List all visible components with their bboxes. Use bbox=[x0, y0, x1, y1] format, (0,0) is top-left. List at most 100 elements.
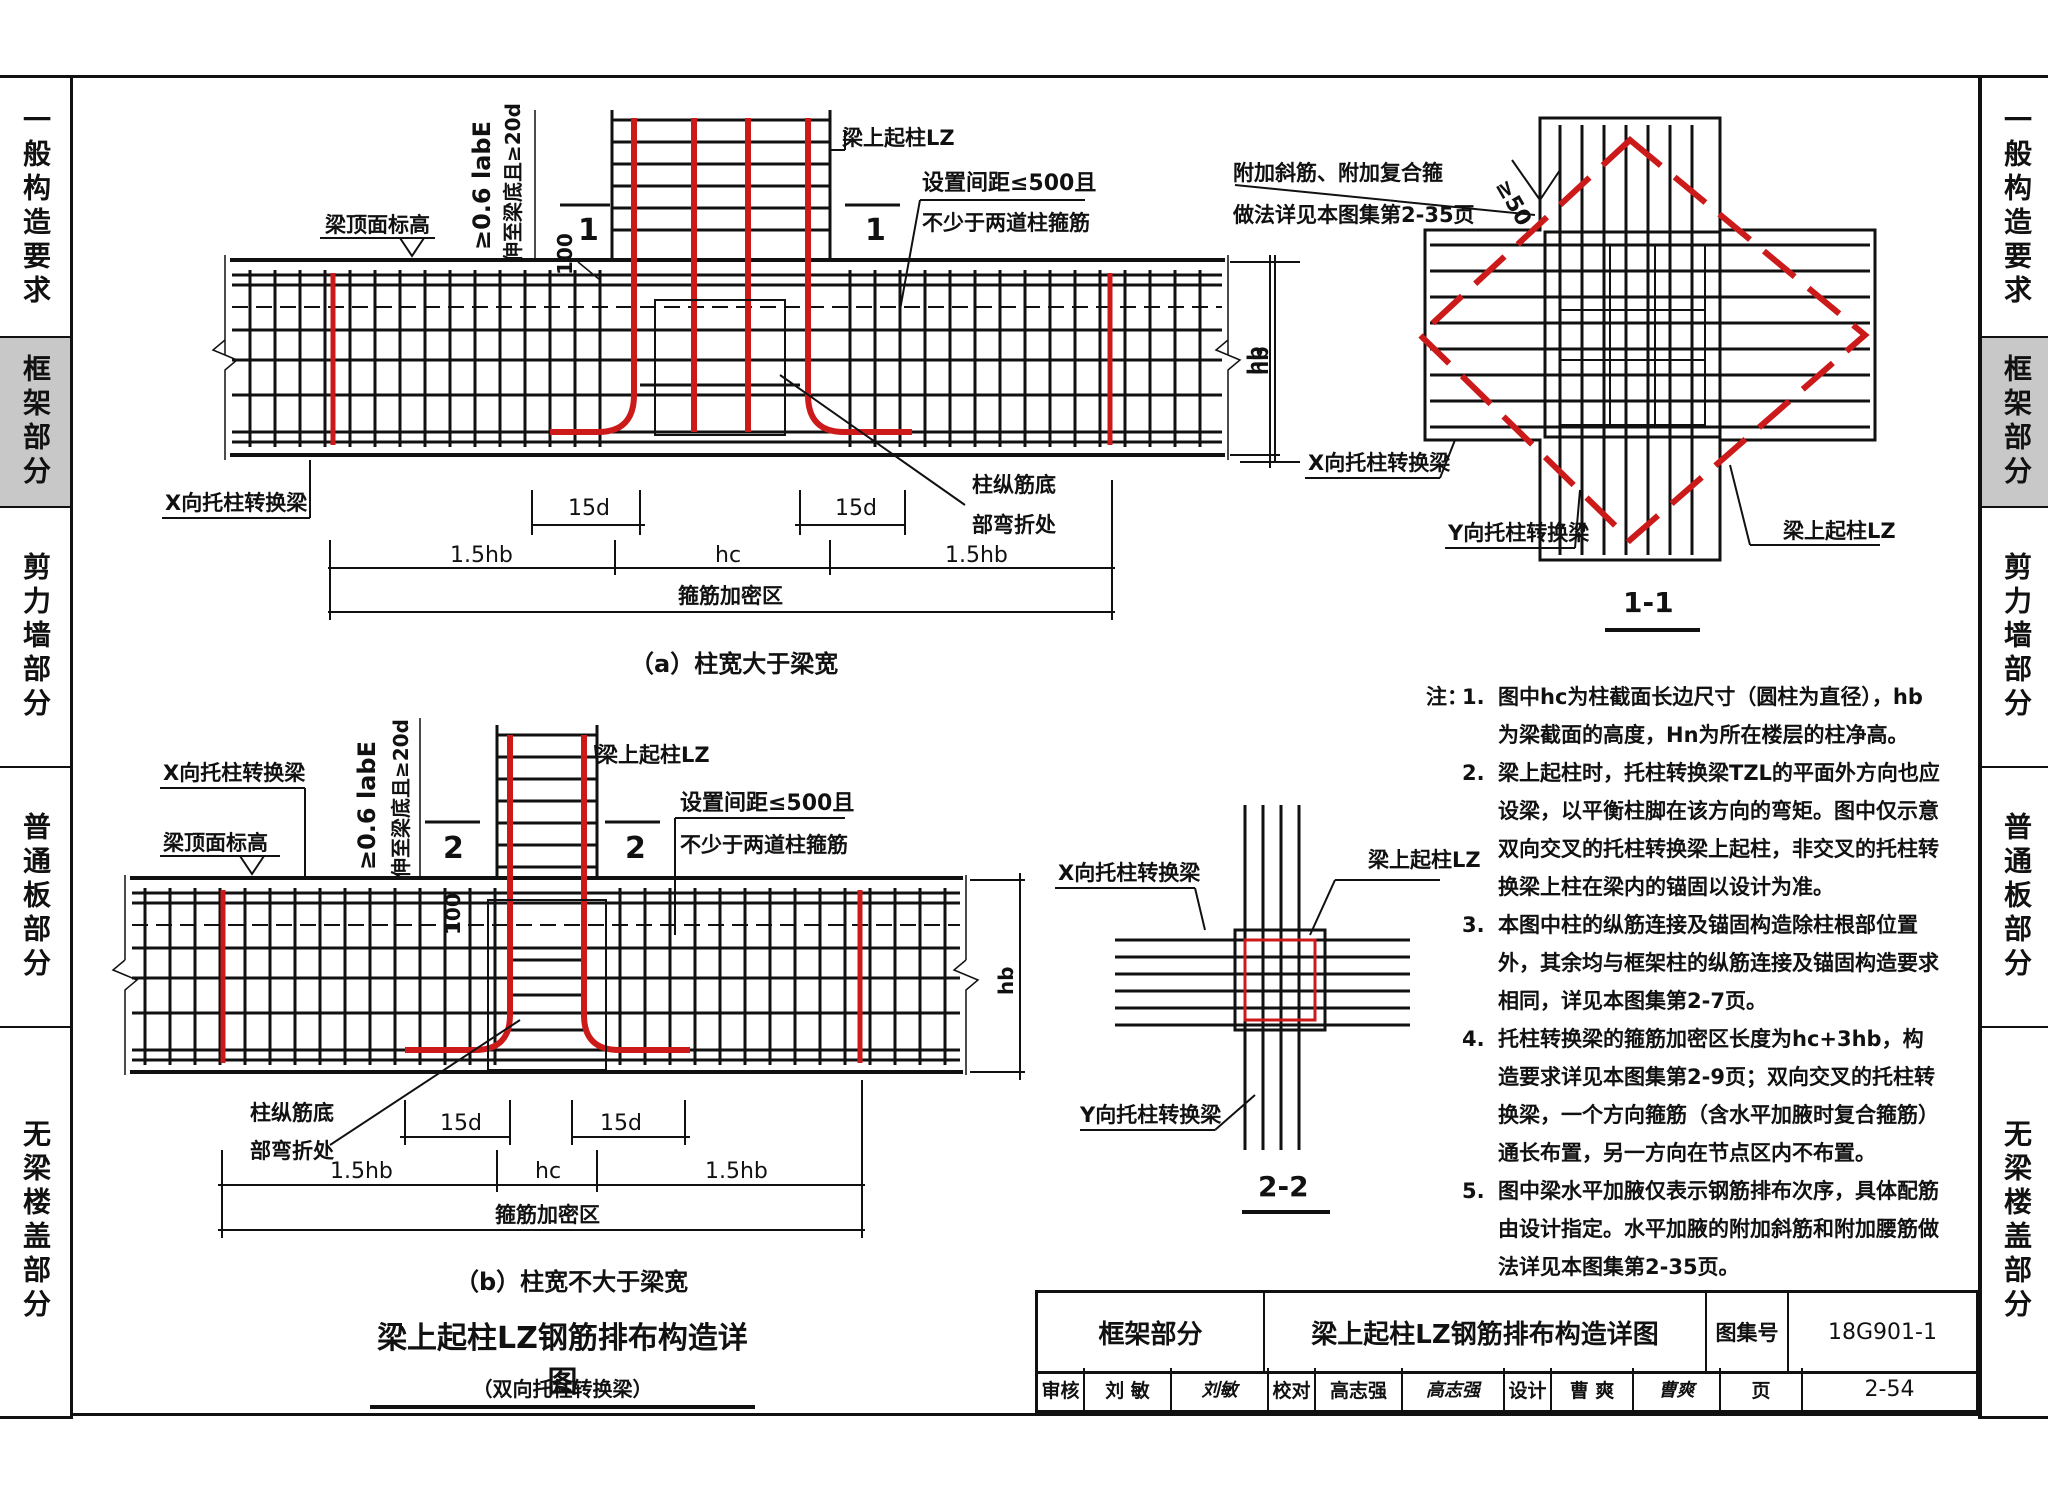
diagram-a-beam bbox=[211, 255, 1242, 460]
note-text: 托柱转换梁的箍筋加密区长度为hc+3hb，构造要求详见本图集第2-9页；双向交叉… bbox=[1498, 1027, 1939, 1165]
tb-designer: 曹 爽 bbox=[1552, 1368, 1634, 1410]
note-num: 5. bbox=[1462, 1179, 1485, 1203]
note-num: 1. bbox=[1462, 685, 1485, 709]
drawing-frame bbox=[70, 75, 1982, 1416]
diagram-a-anchor-1: ≥0.6 labE bbox=[468, 121, 496, 250]
section-1-x-beam: X向托柱转换梁 bbox=[1308, 451, 1451, 475]
diagram-a-anchor-2: 伸至梁底且≥20d bbox=[501, 103, 525, 263]
diagram-b-anchor-2: 伸至梁底且≥20d bbox=[389, 719, 413, 879]
diagram-a-hc: hc bbox=[715, 543, 741, 568]
tb-review-sign: 刘敏 bbox=[1172, 1368, 1269, 1410]
diagram-a-column-label: 梁上起柱LZ bbox=[841, 126, 955, 150]
tb-review-label: 审核 bbox=[1038, 1368, 1085, 1410]
tb-check-sign: 高志强 bbox=[1403, 1368, 1505, 1410]
note-text: 图中梁水平加腋仅表示钢筋排布次序，具体配筋由设计指定。水平加腋的附加斜筋和附加腰… bbox=[1498, 1179, 1939, 1279]
tb-section: 框架部分 bbox=[1038, 1293, 1265, 1371]
section-1-column: 梁上起柱LZ bbox=[1782, 519, 1896, 543]
tb-page-label: 页 bbox=[1721, 1368, 1803, 1410]
diagram-b-zone: 箍筋加密区 bbox=[495, 1203, 600, 1227]
diagram-b-section-mark-left: 2 bbox=[443, 831, 464, 866]
diagram-b-beam bbox=[111, 875, 980, 1075]
diagram-a-spacing-note-1: 设置间距≤500且 bbox=[922, 171, 1096, 196]
tb-atlas-no: 18G901-1 bbox=[1828, 1319, 1937, 1345]
diagram-b-bend-1: 柱纵筋底 bbox=[250, 1101, 334, 1125]
note-text: 梁上起柱时，托柱转换梁TZL的平面外方向也应设梁，以平衡柱脚在该方向的弯矩。图中… bbox=[1498, 761, 1940, 899]
tab-slab-right[interactable]: 普通板部分 bbox=[1981, 768, 2048, 1028]
section-2-column: 梁上起柱LZ bbox=[1367, 848, 1481, 872]
diagram-a-15hb-left: 1.5hb bbox=[450, 543, 513, 568]
diagram-b-x-beam-label: X向托柱转换梁 bbox=[163, 761, 306, 785]
diagram-b-beam-top-label: 梁顶面标高 bbox=[162, 831, 268, 855]
tab-shear-wall-right[interactable]: 剪力墙部分 bbox=[1981, 508, 2048, 768]
diagram-b-hb-dim bbox=[970, 873, 1025, 1080]
tb-page-no: 2-54 bbox=[1864, 1376, 1915, 1402]
diagram-a-15d-right: 15d bbox=[835, 496, 877, 521]
title-block: 框架部分 梁上起柱LZ钢筋排布构造详图 图集号 18G901-1 审核 刘 敏 … bbox=[1035, 1290, 1979, 1413]
diagram-a-beam-top-marker bbox=[320, 237, 435, 258]
tab-frame-right[interactable]: 框架部分 bbox=[1981, 338, 2048, 508]
diagram-b-15hb-right: 1.5hb bbox=[705, 1159, 768, 1184]
diagram-b-stirrups bbox=[143, 888, 947, 1065]
tb-checker: 高志强 bbox=[1316, 1368, 1403, 1410]
diagram-a-bend-1: 柱纵筋底 bbox=[972, 473, 1056, 497]
section-1-1: ≥50 附加斜筋、附加复合箍 做法详见本图集第2-35页 hb X向托柱转换梁 … bbox=[1232, 116, 1896, 632]
diagram-b-dimensions bbox=[218, 1080, 865, 1238]
diagram-b-dim-100: 100 bbox=[441, 893, 465, 935]
note-num: 4. bbox=[1462, 1027, 1485, 1051]
note-item-4: 4. 托柱转换梁的箍筋加密区长度为hc+3hb，构造要求详见本图集第2-9页；双向… bbox=[1462, 1020, 1942, 1172]
diagram-b: 2 2 梁顶面标高 X向托柱转换梁 梁上起柱LZ 设置间距≤500且 不少于两道… bbox=[111, 718, 1025, 1296]
tb-drawing: 梁上起柱LZ钢筋排布构造详图 bbox=[1265, 1293, 1707, 1371]
diagram-a-red-stirrups bbox=[330, 273, 1113, 445]
diagram-b-15hb-left: 1.5hb bbox=[330, 1159, 393, 1184]
note-num: 3. bbox=[1462, 913, 1485, 937]
tab-flat-slab[interactable]: 无梁楼盖部分 bbox=[19, 1119, 52, 1323]
diagram-b-red-stirrups bbox=[220, 890, 863, 1063]
diagram-a-dimensions bbox=[328, 480, 1115, 620]
tb-design-label: 设计 bbox=[1505, 1368, 1552, 1410]
diagram-b-15d-left: 15d bbox=[440, 1111, 482, 1136]
diagram-a: 1 1 梁顶面标高 梁上起柱LZ 设置间距≤500且 不少于两道柱箍筋 ≥0.6… bbox=[162, 103, 1280, 678]
tab-frame[interactable]: 框架部分 bbox=[0, 338, 70, 508]
diagram-b-bend-2: 部弯折处 bbox=[250, 1139, 334, 1163]
tb-check-label: 校对 bbox=[1269, 1368, 1316, 1410]
diagram-a-bend-2: 部弯折处 bbox=[972, 513, 1056, 537]
diagram-b-column-label: 梁上起柱LZ bbox=[596, 743, 710, 767]
tab-slab[interactable]: 普通板部分 bbox=[0, 768, 70, 1028]
section-2-2: 梁上起柱LZ X向托柱转换梁 Y向托柱转换梁 2-2 bbox=[1055, 805, 1481, 1214]
diagram-b-hc: hc bbox=[535, 1159, 561, 1184]
notes-block: 注： 1.图中hc为柱截面长边尺寸（圆柱为直径），hb为梁截面的高度，Hn为所在… bbox=[1426, 678, 1942, 1286]
diagram-b-spacing-note-2: 不少于两道柱箍筋 bbox=[680, 833, 848, 857]
diagram-a-15d-left: 15d bbox=[568, 496, 610, 521]
diagram-a-column bbox=[550, 110, 912, 436]
section-2-x-beam: X向托柱转换梁 bbox=[1058, 861, 1201, 885]
note-item-2: 2. 梁上起柱时，托柱转换梁TZL的平面外方向也应设梁，以平衡柱脚在该方向的弯矩。… bbox=[1462, 754, 1942, 906]
diagram-b-spacing-note-1: 设置间距≤500且 bbox=[680, 791, 854, 816]
main-title: 梁上起柱LZ钢筋排布构造详图 bbox=[370, 1313, 755, 1409]
diagram-b-hb: hb bbox=[994, 966, 1018, 995]
tb-atlas-label: 图集号 bbox=[1707, 1293, 1789, 1371]
diagram-b-beam-top-marker bbox=[160, 855, 280, 876]
tb-reviewer: 刘 敏 bbox=[1085, 1368, 1172, 1410]
diagram-a-zone: 箍筋加密区 bbox=[678, 584, 783, 608]
notes-head: 注： bbox=[1426, 685, 1468, 709]
section-2-y-beam: Y向托柱转换梁 bbox=[1079, 1103, 1222, 1127]
note-num: 2. bbox=[1462, 761, 1485, 785]
section-2-title: 2-2 bbox=[1258, 1170, 1309, 1203]
tab-shear-wall[interactable]: 剪力墙部分 bbox=[0, 508, 70, 768]
note-item-3: 3. 本图中柱的纵筋连接及锚固构造除柱根部位置外，其余均与框架柱的纵筋连接及锚固构… bbox=[1462, 906, 1942, 1020]
left-tab-strip: 一般构造要求 框架部分 剪力墙部分 普通板部分 无梁楼盖部分 bbox=[0, 75, 73, 1419]
tab-general[interactable]: 一般构造要求 bbox=[0, 78, 70, 338]
diagram-a-section-mark-left: 1 bbox=[578, 213, 599, 248]
tb-design-sign: 曹爽 bbox=[1634, 1368, 1721, 1410]
diagram-b-anchor-1: ≥0.6 labE bbox=[353, 741, 381, 870]
diagram-a-15hb-right: 1.5hb bbox=[945, 543, 1008, 568]
diagram-a-section-mark-right: 1 bbox=[865, 213, 886, 248]
section-1-y-beam: Y向托柱转换梁 bbox=[1447, 521, 1590, 545]
diagram-a-spacing-note-2: 不少于两道柱箍筋 bbox=[922, 211, 1090, 235]
tab-general-right[interactable]: 一般构造要求 bbox=[1981, 78, 2048, 338]
tab-flat-slab-right[interactable]: 无梁楼盖部分 bbox=[2000, 1119, 2033, 1323]
note-text: 本图中柱的纵筋连接及锚固构造除柱根部位置外，其余均与框架柱的纵筋连接及锚固构造要… bbox=[1498, 913, 1939, 1013]
diagram-a-stirrups bbox=[248, 270, 1202, 447]
section-1-note-1: 附加斜筋、附加复合箍 bbox=[1233, 161, 1443, 185]
diagram-a-beam-top-label: 梁顶面标高 bbox=[324, 213, 430, 237]
